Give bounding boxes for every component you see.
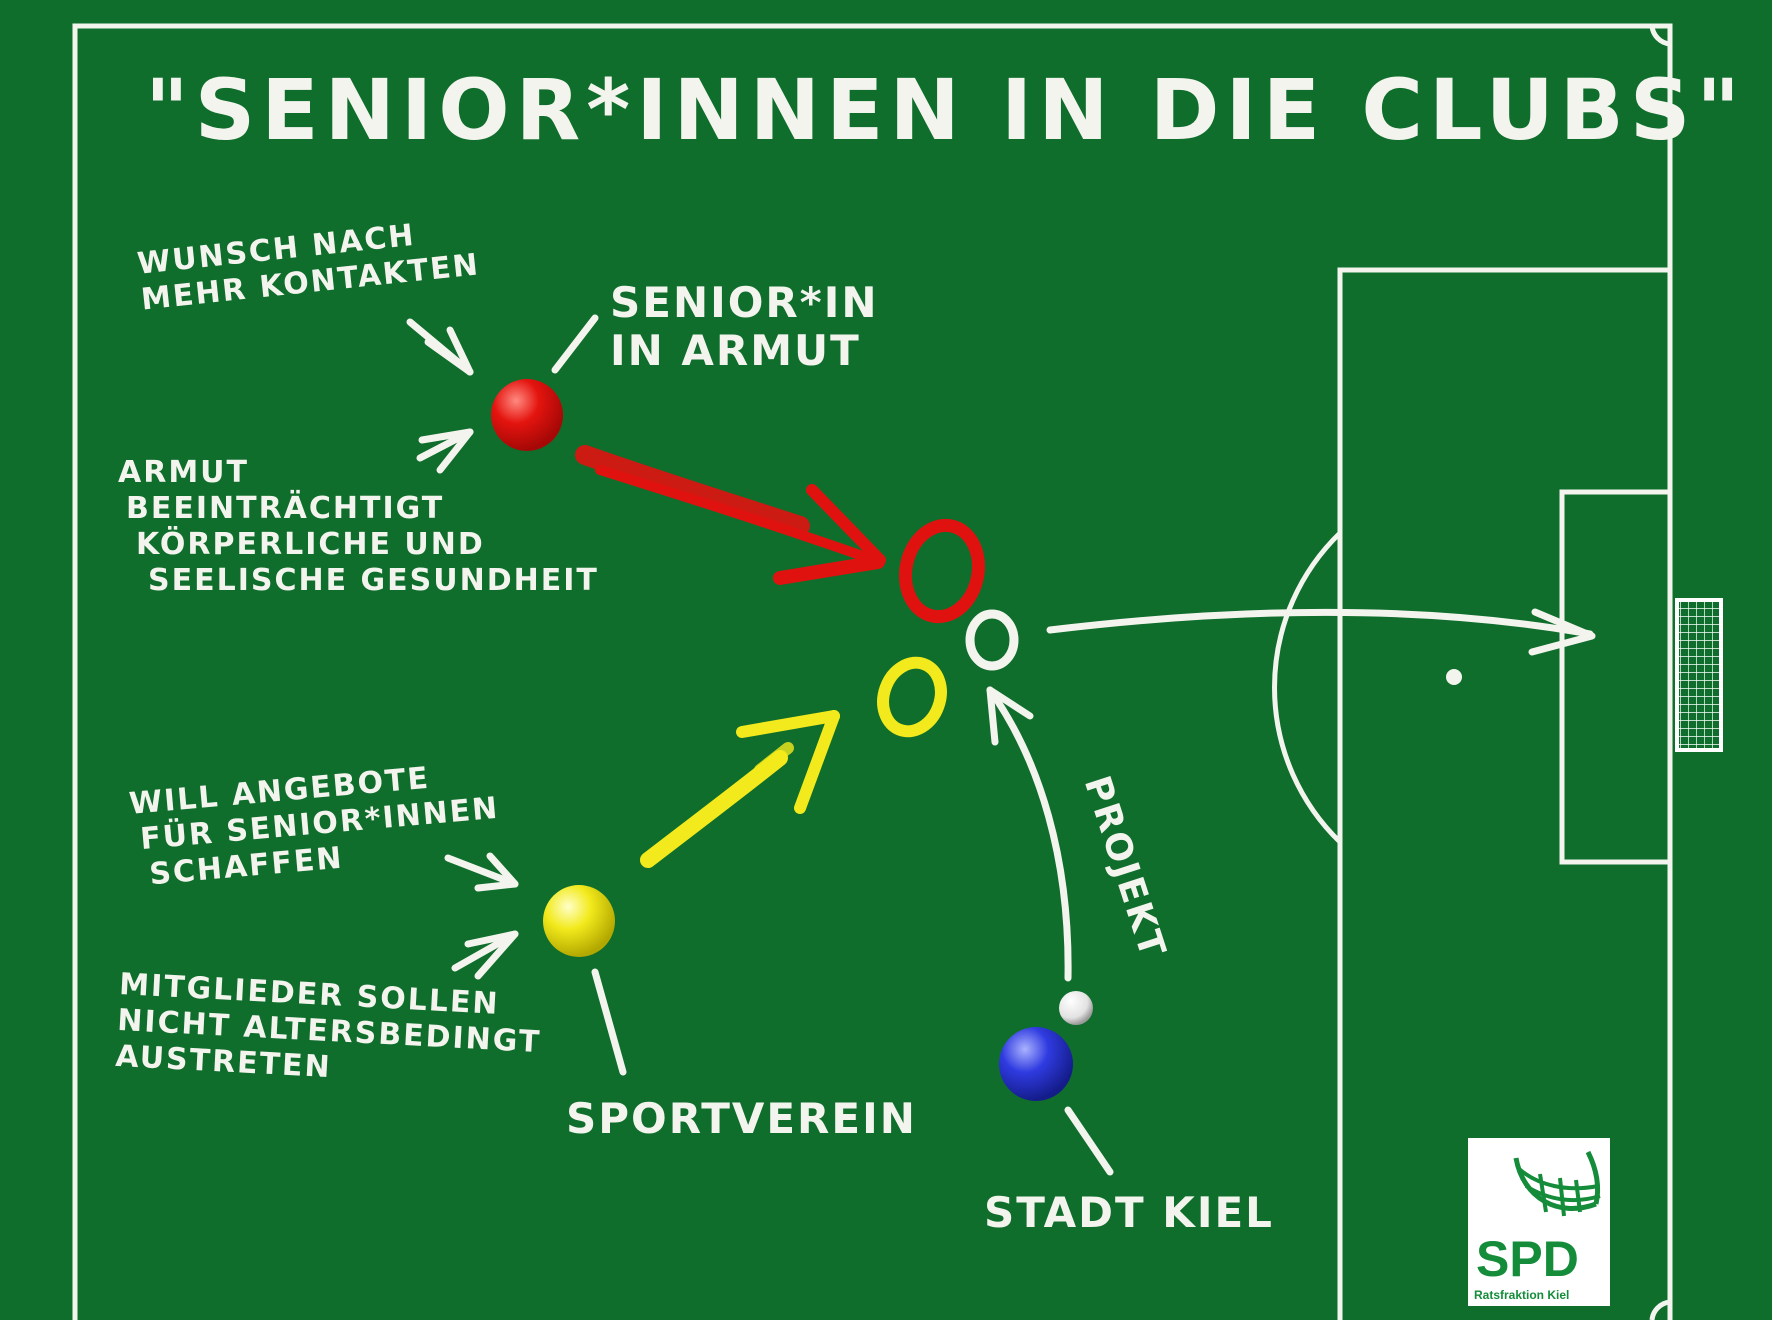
label-sportverein: Sportverein	[566, 1094, 917, 1143]
penalty-spot	[1446, 669, 1462, 685]
spd-logo: SPD Ratsfraktion Kiel	[1468, 1138, 1610, 1306]
page-title: "Senior*innen in die Clubs"	[145, 61, 1747, 159]
label-armut-line-2: beeinträchtigt	[126, 491, 445, 526]
red-ball	[491, 379, 563, 451]
chalk-arrows	[406, 314, 1596, 1176]
spd-subtitle: Ratsfraktion Kiel	[1474, 1288, 1570, 1302]
spd-wordmark: SPD	[1476, 1231, 1579, 1287]
label-senior-line-2: in Armut	[610, 326, 861, 375]
label-stadt-kiel: Stadt Kiel	[984, 1188, 1274, 1237]
label-senior-line-1: Senior*in	[610, 278, 879, 327]
label-armut-line-3: körperliche und	[136, 527, 485, 562]
label-armut: Armut beeinträchtigt körperliche und see…	[118, 458, 599, 596]
yellow-target-circle	[877, 656, 947, 738]
label-senior-in-armut: Senior*in in Armut	[610, 282, 879, 372]
yellow-pass-arrow	[640, 710, 840, 868]
goal-net	[1675, 598, 1723, 752]
red-pass-arrow	[575, 445, 886, 585]
label-armut-line-1: Armut	[118, 455, 249, 490]
label-armut-line-4: seelische Gesundheit	[148, 563, 599, 598]
white-target-circle	[965, 609, 1019, 671]
label-mitglieder: Mitglieder sollen nicht altersbedingt au…	[115, 967, 544, 1094]
white-ball	[1059, 991, 1093, 1025]
yellow-ball	[543, 885, 615, 957]
red-target-circle	[899, 518, 985, 624]
blue-ball	[999, 1027, 1073, 1101]
ball-net-icon	[1513, 1150, 1601, 1217]
field-lines	[72, 23, 1673, 1320]
